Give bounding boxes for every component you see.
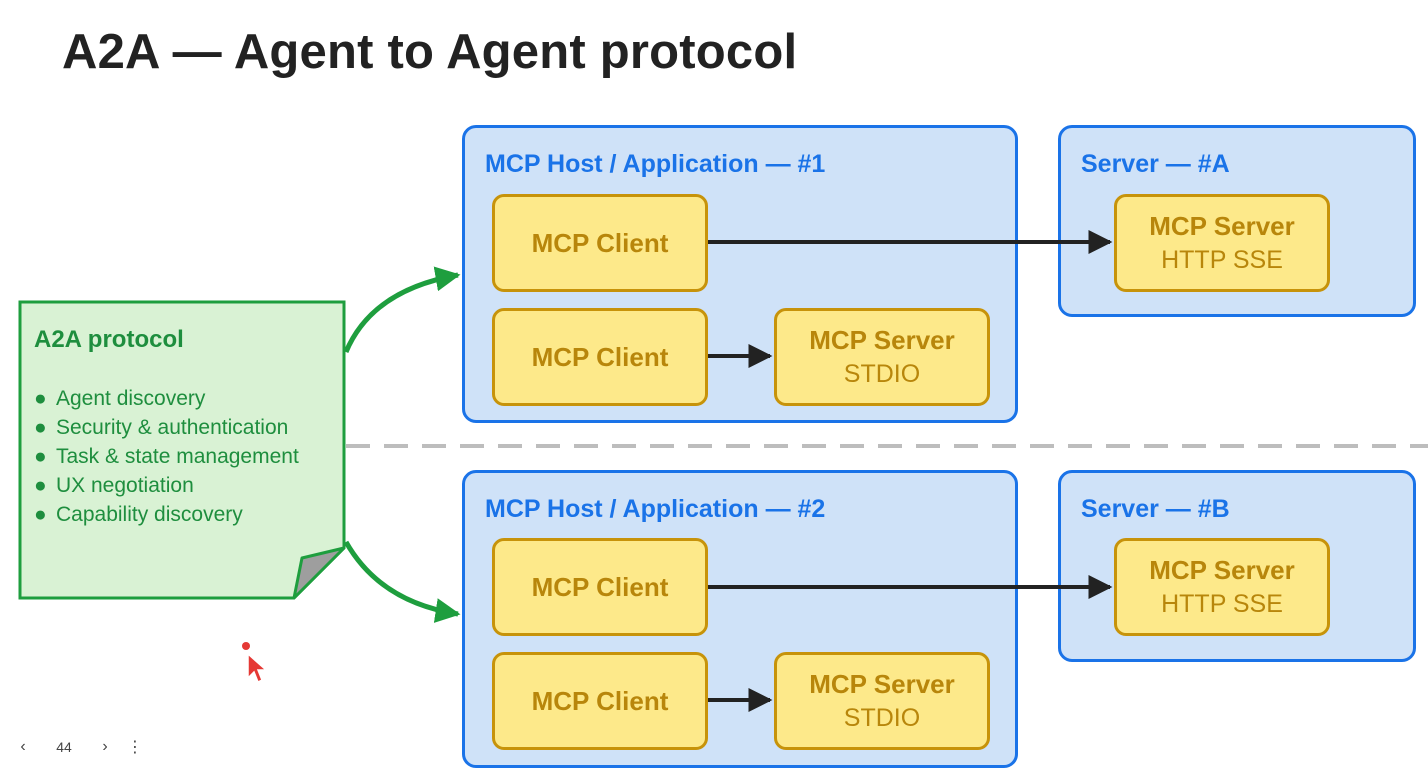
bullet-icon: ●	[34, 416, 47, 439]
mcp-client-1b: MCP Client	[492, 308, 708, 406]
bullet-icon: ●	[34, 474, 47, 497]
previous-slide-icon[interactable]: ‹	[20, 738, 26, 755]
slide-pager: ‹ 44 › ⋮	[8, 728, 158, 766]
mcp-client-1a: MCP Client	[492, 194, 708, 292]
bullet-icon: ●	[34, 387, 47, 410]
mcp-server-http-b-name: MCP Server	[1149, 555, 1295, 585]
mcp-server-stdio-2: MCP Server STDIO	[774, 652, 990, 750]
a2a-protocol-note: A2A protocol ● Agent discovery ● Security …	[18, 300, 346, 600]
note-list: ● Agent discovery ● Security & authenticat…	[34, 384, 299, 529]
mcp-server-stdio-1-name: MCP Server	[809, 325, 955, 355]
note-item-label: Capability discovery	[56, 503, 243, 526]
arrow-note-to-host-1	[343, 266, 461, 353]
mcp-server-http-a-transport: HTTP SSE	[1161, 246, 1283, 274]
mcp-server-http-a-name: MCP Server	[1149, 211, 1295, 241]
note-item: ● Agent discovery	[34, 384, 299, 413]
more-options-icon[interactable]: ⋮	[127, 739, 143, 756]
mcp-client-2b-label: MCP Client	[531, 686, 669, 716]
note-item-label: Security & authentication	[56, 416, 289, 439]
server-a-label: Server — #A	[1081, 150, 1230, 178]
mcp-client-2b: MCP Client	[492, 652, 708, 750]
mcp-server-http-a: MCP Server HTTP SSE	[1114, 194, 1330, 292]
note-title: A2A protocol	[34, 326, 184, 353]
server-b-label: Server — #B	[1081, 495, 1230, 523]
host-application-2-label: MCP Host / Application — #2	[485, 495, 826, 523]
mcp-server-stdio-2-transport: STDIO	[843, 704, 921, 732]
bullet-icon: ●	[34, 445, 47, 468]
mcp-server-stdio-1-transport: STDIO	[843, 360, 921, 388]
mcp-client-2a: MCP Client	[492, 538, 708, 636]
note-item: ● Capability discovery	[34, 500, 299, 529]
mcp-server-http-b-transport: HTTP SSE	[1161, 590, 1283, 618]
mcp-server-http-b: MCP Server HTTP SSE	[1114, 538, 1330, 636]
slide-title: A2A — Agent to Agent protocol	[62, 25, 798, 79]
note-item: ● Task & state management	[34, 442, 299, 471]
arrow-note-to-host-2	[343, 540, 461, 623]
note-item: ● UX negotiation	[34, 471, 299, 500]
note-item: ● Security & authentication	[34, 413, 299, 442]
mcp-server-stdio-1: MCP Server STDIO	[774, 308, 990, 406]
mcp-server-stdio-2-name: MCP Server	[809, 669, 955, 699]
note-item-label: Agent discovery	[56, 387, 206, 410]
mcp-client-2a-label: MCP Client	[531, 572, 669, 602]
mouse-cursor-icon	[242, 642, 268, 684]
note-item-label: Task & state management	[56, 445, 299, 468]
note-item-label: UX negotiation	[56, 474, 194, 497]
slide-number: 44	[56, 739, 72, 755]
mcp-client-1a-label: MCP Client	[531, 228, 669, 258]
bullet-icon: ●	[34, 503, 47, 526]
next-slide-icon[interactable]: ›	[102, 738, 108, 755]
host-application-1-label: MCP Host / Application — #1	[485, 150, 826, 178]
sticky-note-shape	[18, 300, 346, 600]
mcp-client-1b-label: MCP Client	[531, 342, 669, 372]
